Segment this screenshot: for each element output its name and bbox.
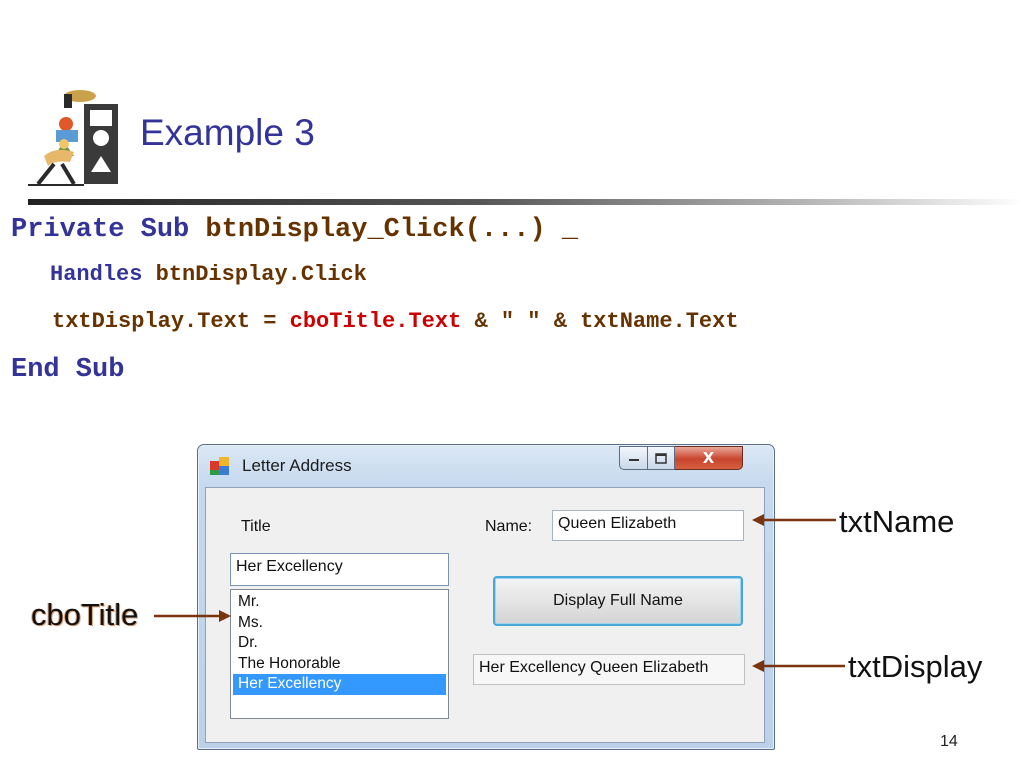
cboTitle-text[interactable]: Her Excellency [230, 553, 449, 586]
code-identifier: txtDisplay.Text = [52, 309, 290, 334]
page-number: 14 [940, 733, 958, 750]
letter-address-window: Letter Address X Title Name: Queen Eliza… [197, 444, 775, 750]
name-label: Name: [485, 518, 533, 535]
close-icon: X [702, 449, 715, 467]
title-label: Title [241, 518, 271, 535]
code-line-3: txtDisplay.Text = cboTitle.Text & " " & … [52, 311, 739, 333]
window-client-area: Title Name: Queen Elizabeth Her Excellen… [205, 487, 765, 743]
combo-list-item[interactable]: Dr. [238, 634, 258, 651]
maximize-button[interactable] [647, 446, 675, 470]
code-identifier: btnDisplay_Click(...) _ [189, 215, 579, 245]
txtName-annotation: txtName [839, 504, 955, 539]
txtDisplay-annotation: txtDisplay [848, 649, 983, 684]
combo-list-item[interactable]: Her Excellency [233, 674, 446, 695]
code-line-1: Private Sub btnDisplay_Click(...) _ [11, 217, 578, 244]
combo-list-item[interactable]: The Honorable [238, 654, 341, 672]
title-divider [28, 199, 1024, 205]
close-button[interactable]: X [675, 446, 743, 470]
txtDisplay-output[interactable]: Her Excellency Queen Elizabeth [473, 654, 745, 685]
code-highlight: cboTitle.Text [289, 309, 462, 334]
code-keyword: End Sub [11, 355, 125, 385]
caption-buttons: X [619, 446, 743, 470]
slide-title: Example 3 [140, 112, 315, 153]
code-line-2: Handles btnDisplay.Click [50, 264, 367, 286]
minimize-icon [628, 459, 639, 461]
code-line-4: End Sub [11, 357, 124, 384]
code-identifier: & " " & txtName.Text [461, 309, 739, 334]
display-full-name-button[interactable]: Display Full Name [493, 576, 743, 626]
minimize-button[interactable] [619, 446, 647, 470]
txtName-input[interactable]: Queen Elizabeth [552, 510, 744, 541]
code-keyword: Private Sub [11, 215, 190, 245]
form-app-icon [210, 457, 229, 475]
combo-list-item[interactable]: Ms. [238, 613, 263, 631]
maximize-icon [655, 452, 667, 464]
window-title: Letter Address [242, 456, 352, 475]
presenter-shapes-icon [28, 90, 118, 186]
code-keyword: Handles [50, 262, 143, 287]
combo-list-item[interactable]: Mr. [238, 593, 260, 610]
code-identifier: btnDisplay.Click [142, 262, 367, 287]
cboTitle-annotation: cboTitle [31, 597, 139, 632]
